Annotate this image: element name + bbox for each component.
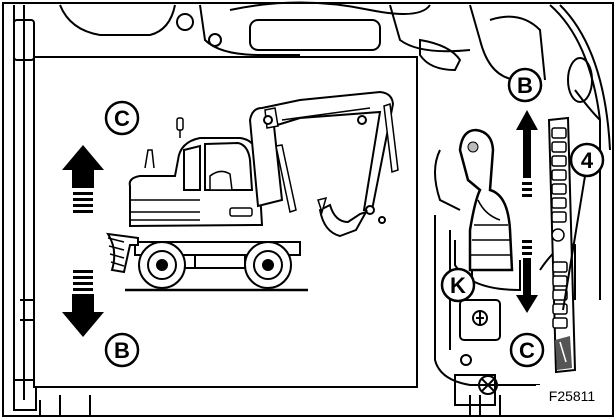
excavator-illustration xyxy=(106,90,399,292)
joystick-lever xyxy=(454,128,521,292)
figure-reference: F25811 xyxy=(549,388,596,404)
label-4: 4 xyxy=(569,142,605,178)
label-c-top: C xyxy=(104,100,140,136)
svg-text:C: C xyxy=(519,338,535,363)
joystick-motion-arrow xyxy=(516,110,538,313)
cab-interior-background xyxy=(13,1,611,415)
svg-text:C: C xyxy=(114,106,130,131)
label-k: K xyxy=(440,267,476,303)
blade-raise-arrow xyxy=(62,145,104,213)
figure-ref-bg xyxy=(536,385,608,407)
label-b-bottom: B xyxy=(104,332,140,368)
svg-text:B: B xyxy=(114,338,130,363)
blade-lower-arrow xyxy=(62,270,104,337)
svg-text:K: K xyxy=(450,273,466,298)
svg-text:B: B xyxy=(517,73,533,98)
svg-text:4: 4 xyxy=(581,148,594,173)
label-c-right: C xyxy=(509,332,545,368)
inset-excavator-panel xyxy=(33,56,418,388)
label-b-right: B xyxy=(507,67,543,103)
